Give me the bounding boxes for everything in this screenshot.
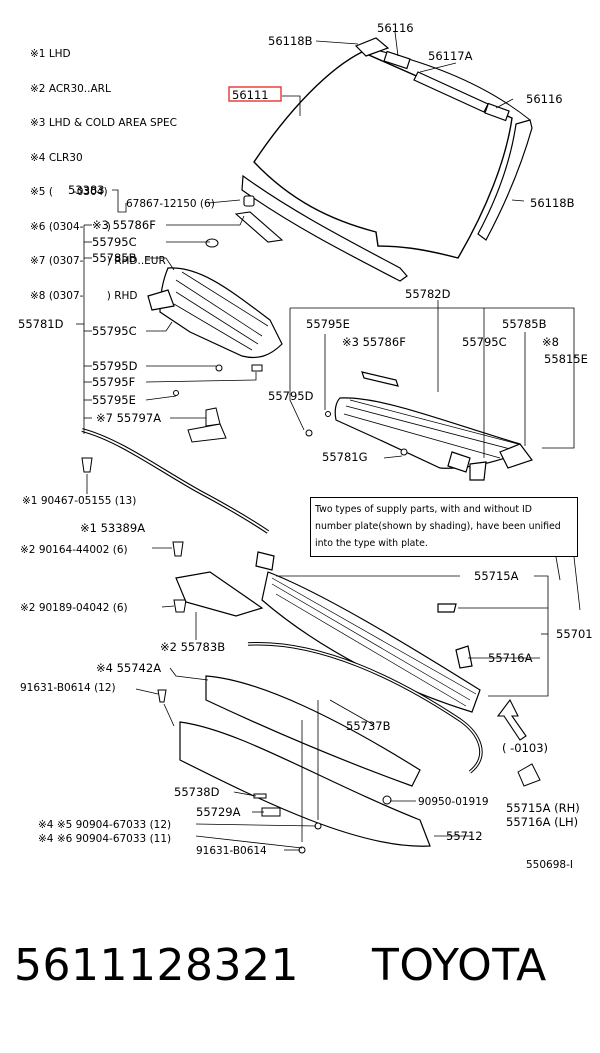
info-line: Two types of supply parts, with and with… <box>315 504 533 515</box>
footer-brand: TOYOTA <box>372 940 547 991</box>
cowl-ventilator-louver-right <box>334 371 533 481</box>
label-91631-top: 91631-B0614 (12) <box>20 682 116 694</box>
clips-and-bolts-left <box>81 457 187 703</box>
label-55742a: ※4 55742A <box>96 661 161 675</box>
label-55797a: ※7 55797A <box>96 411 161 425</box>
note-line: ※5 ( -0304) <box>30 186 108 198</box>
label-90904-11: ※4 ※6 90904-67033 (11) <box>38 833 171 845</box>
note-line: ※2 ACR30..ARL <box>30 82 111 95</box>
label-67867: 67867-12150 (6) <box>126 198 215 210</box>
label-55795f: 55795F <box>92 375 135 389</box>
direction-arrow <box>496 698 527 741</box>
label-53383: 53383 <box>68 183 105 197</box>
label-56117a: 56117A <box>428 49 473 63</box>
label-55785b-left: 55785B <box>92 251 137 265</box>
label-55712: 55712 <box>446 829 483 843</box>
cowl-panel-55742a <box>205 675 421 787</box>
label-90467: ※1 90467-05155 (13) <box>22 495 136 507</box>
label-56116-top: 56116 <box>377 21 414 35</box>
note-line: ※4 CLR30 <box>30 151 83 164</box>
cowl-small-parts-left <box>173 238 263 443</box>
label-55716a-lh: 55716A (LH) <box>506 815 578 829</box>
label-55785b-right: 55785B <box>502 317 547 331</box>
info-line: into the type with plate. <box>315 538 428 549</box>
label-diagram-id: 550698-I <box>526 859 573 871</box>
windshield-moulding <box>241 37 533 282</box>
label-55738d: 55738D <box>174 785 220 799</box>
bracket-55783b <box>175 571 264 617</box>
label-55701: 55701 <box>556 627 593 641</box>
label-55786f-right: ※3 55786F <box>342 335 406 349</box>
label-55795d-right: 55795D <box>268 389 314 403</box>
label-53389a: ※1 53389A <box>80 521 145 535</box>
label-55715a: 55715A <box>474 569 519 583</box>
cowl-panel-55712 <box>179 721 431 847</box>
info-line: number plate(shown by shading), have bee… <box>315 521 561 532</box>
label-55795e-right: 55795E <box>306 317 350 331</box>
note-line: ※7 (0307- ) RHD..EUR <box>30 255 166 267</box>
label-55795c-b: 55795C <box>92 324 137 338</box>
leader-lines <box>76 31 581 851</box>
label-56118b-top: 56118B <box>268 34 313 48</box>
highlight-box-56111 <box>228 86 282 102</box>
cowl-ventilator-louver-left <box>147 267 283 359</box>
label-55795c-a: 55795C <box>92 235 137 249</box>
label-56116-right: 56116 <box>526 92 563 106</box>
label-55781g: 55781G <box>322 450 368 464</box>
clip-67867 <box>234 195 284 243</box>
label-note-8: ※8 <box>542 335 559 349</box>
label-55795d-left: 55795D <box>92 359 138 373</box>
label-55795e-left: 55795E <box>92 393 136 407</box>
cowl-top-ventilator-55701 <box>255 551 481 713</box>
supply-parts-info-box: Two types of supply parts, with and with… <box>310 497 578 557</box>
label-90950: 90950-01919 <box>418 796 489 808</box>
label-90164: ※2 90164-44002 (6) <box>20 544 128 556</box>
note-line: ※3 LHD & COLD AREA SPEC <box>30 117 177 129</box>
windshield-glass <box>253 45 531 259</box>
label-0103: ( -0103) <box>502 741 548 755</box>
hood-seal-53389a <box>81 428 270 534</box>
label-90904-12: ※4 ※5 90904-67033 (12) <box>38 819 171 831</box>
note-line: ※6 (0304- ) <box>30 220 111 233</box>
label-56111: 56111 <box>232 88 269 102</box>
label-55815e: 55815E <box>544 352 588 366</box>
label-55782d: 55782D <box>405 287 451 301</box>
label-55795c-right: 55795C <box>462 335 507 349</box>
label-55716a: 55716A <box>488 651 533 665</box>
footer-part-number: 5611128321 <box>14 940 299 991</box>
label-55729a: 55729A <box>196 805 241 819</box>
label-55781d: 55781D <box>18 317 64 331</box>
note-line: ※8 (0307- ) RHD <box>30 289 138 302</box>
label-55783b: ※2 55783B <box>160 640 225 654</box>
label-91631-bottom: 91631-B0614 <box>196 845 267 857</box>
small-parts-bottom <box>253 763 541 854</box>
label-55786f-left: ※3 55786F <box>92 218 156 232</box>
label-56118b-right: 56118B <box>530 196 575 210</box>
note-line: ※1 LHD <box>30 48 71 60</box>
label-55715a-rh: 55715A (RH) <box>506 801 580 815</box>
cowl-small-parts-right <box>305 411 408 456</box>
label-90189: ※2 90189-04042 (6) <box>20 602 128 614</box>
part-labels: 56116 56118B 56117A 56111 56116 53383 67… <box>18 21 593 871</box>
label-55737b: 55737B <box>346 719 391 733</box>
notes-legend: ※1 LHD ※2 ACR30..ARL ※3 LHD & COLD AREA … <box>30 26 177 314</box>
